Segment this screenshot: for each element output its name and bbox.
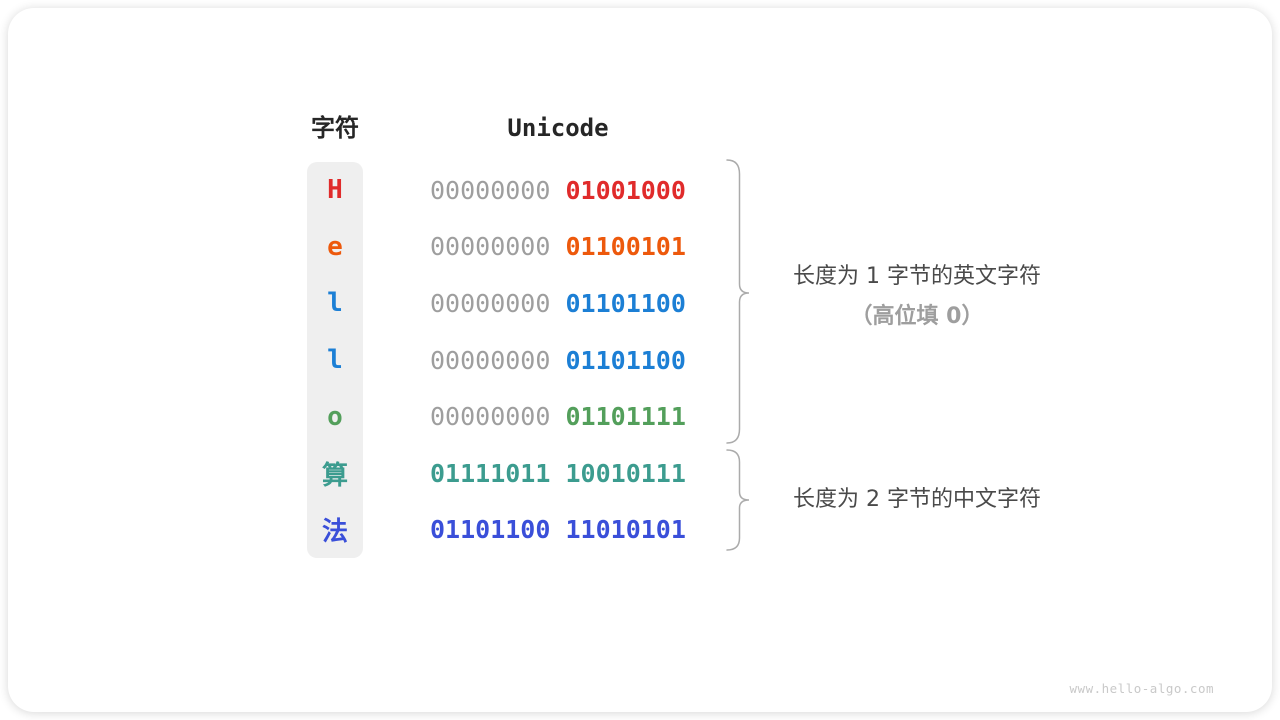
char-cell: 法 — [321, 517, 348, 548]
table-row-o: o 00000000 01101111 — [307, 388, 1007, 445]
byte-high: 00000000 — [430, 345, 551, 375]
table-row-l1: l 00000000 01101100 — [307, 275, 1007, 332]
figure-card: 字符 Unicode H 00000000 01001000 e 0000000… — [8, 8, 1272, 712]
byte-high: 01101100 — [430, 515, 551, 545]
table-row-H: H 00000000 01001000 — [307, 162, 1007, 219]
byte-low: 11010101 — [565, 515, 686, 545]
byte-low: 01001000 — [565, 175, 686, 205]
annotation-english: 长度为 1 字节的英文字符 （高位填 0） — [757, 257, 1077, 337]
char-cell: l — [327, 288, 343, 319]
table-row-l2: l 00000000 01101100 — [307, 332, 1007, 389]
byte-low: 01101100 — [565, 288, 686, 318]
char-cell: l — [327, 345, 343, 376]
byte-low: 01101100 — [565, 345, 686, 375]
binary-cell: 00000000 01100101 — [430, 232, 686, 261]
encoding-table: H 00000000 01001000 e 00000000 01100101 … — [307, 162, 1007, 558]
table-row-e: e 00000000 01100101 — [307, 219, 1007, 276]
byte-low: 10010111 — [565, 458, 686, 488]
binary-cell: 01111011 10010111 — [430, 459, 686, 488]
binary-cell: 00000000 01101111 — [430, 402, 686, 431]
byte-high: 00000000 — [430, 175, 551, 205]
annotation-chinese: 长度为 2 字节的中文字符 — [757, 480, 1077, 520]
binary-cell: 00000000 01101100 — [430, 346, 686, 375]
byte-low: 01100101 — [565, 232, 686, 262]
byte-high: 01111011 — [430, 458, 551, 488]
binary-cell: 01101100 11010101 — [430, 515, 686, 544]
byte-low: 01101111 — [565, 402, 686, 432]
binary-cell: 00000000 01001000 — [430, 176, 686, 205]
column-header-unicode: Unicode — [507, 114, 609, 142]
annotation-english-line2: （高位填 0） — [850, 304, 984, 329]
byte-high: 00000000 — [430, 288, 551, 318]
char-cell: H — [327, 175, 343, 206]
char-cell: o — [327, 401, 343, 432]
annotation-chinese-line1: 长度为 2 字节的中文字符 — [793, 487, 1041, 512]
byte-high: 00000000 — [430, 232, 551, 262]
table-row-fa: 法 01101100 11010101 — [307, 502, 1007, 559]
binary-cell: 00000000 01101100 — [430, 289, 686, 318]
char-cell: e — [327, 231, 343, 262]
column-header-char: 字符 — [311, 114, 359, 142]
char-cell: 算 — [321, 460, 348, 491]
table-row-suan: 算 01111011 10010111 — [307, 445, 1007, 502]
annotation-english-line1: 长度为 1 字节的英文字符 — [793, 264, 1041, 289]
watermark: www.hello-algo.com — [1069, 681, 1214, 696]
byte-high: 00000000 — [430, 402, 551, 432]
char-column-background — [307, 162, 363, 558]
